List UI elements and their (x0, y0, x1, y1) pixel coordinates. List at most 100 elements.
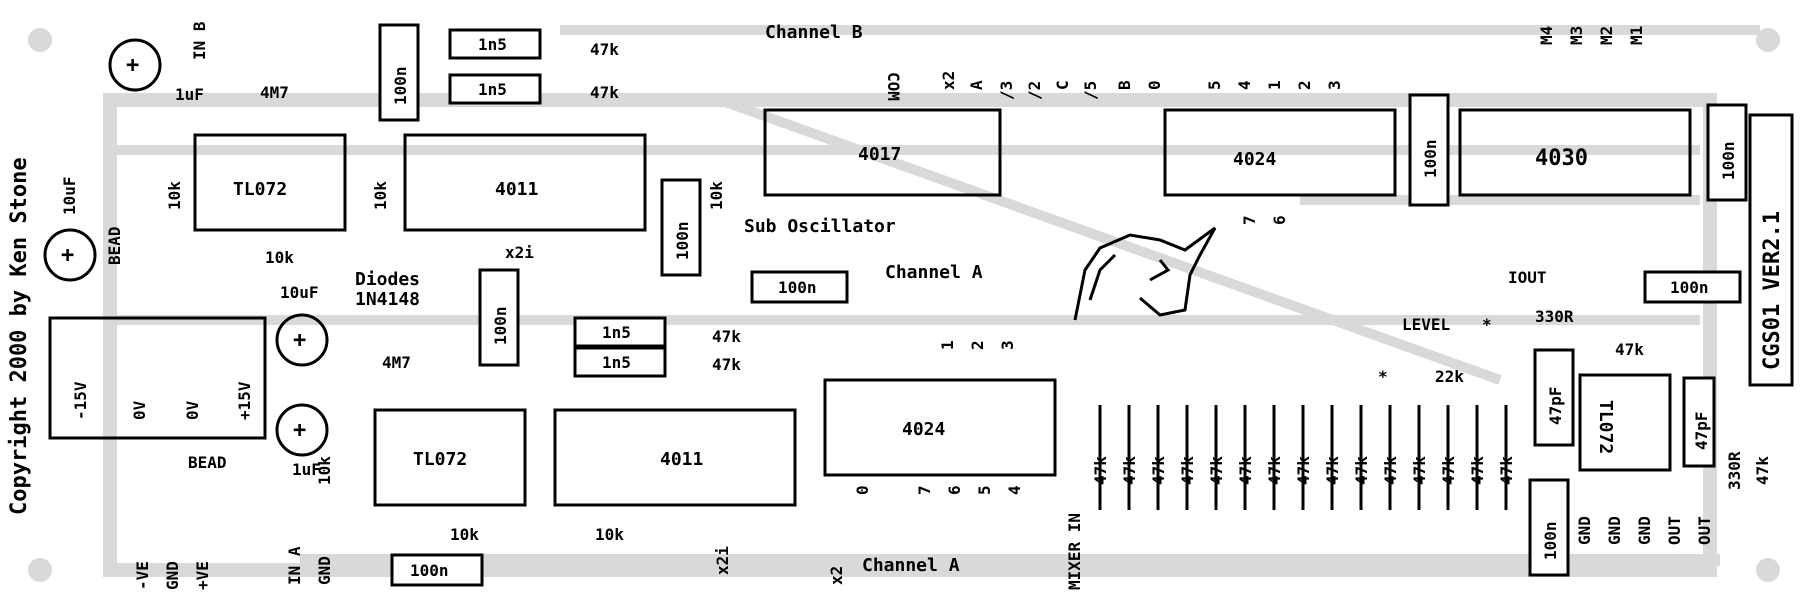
mixer-resistor-label: 47k (1497, 456, 1516, 485)
chan-a-number-label: 2 (968, 340, 987, 350)
bead-2: BEAD (188, 453, 227, 472)
cap-1n5-1: 1n5 (478, 35, 507, 54)
mixer-resistor-label: 47k (1120, 456, 1139, 485)
mounting-holes (28, 28, 1780, 582)
ic-tl072-top: TL072 (233, 179, 287, 200)
diodes-part: 1N4148 (355, 289, 420, 310)
ic-tl072-bottom: TL072 (413, 449, 467, 470)
mixer-in-label: MIXER IN (1065, 513, 1084, 590)
bottom-number-label: 7 (915, 485, 934, 495)
iout-label: IOUT (1508, 268, 1547, 287)
cap-100n-2: 100n (673, 221, 692, 260)
x2i-label: x2i (505, 243, 534, 262)
boxed-capacitors (378, 23, 1748, 587)
power-m15v: -15V (71, 381, 90, 420)
cap-100n-5: 100n (1719, 141, 1738, 180)
star-label: * (1378, 367, 1388, 386)
res-10k-3: 10k (595, 525, 624, 544)
res-47k-4: 47k (712, 355, 741, 374)
mixer-resistor-label: 47k (1410, 456, 1429, 485)
power-p15v: +15V (235, 381, 254, 420)
mode-label: M2 (1597, 26, 1616, 45)
div3-label: /3 (997, 81, 1016, 100)
cap-100n-4: 100n (1421, 139, 1440, 178)
cap-100n-6: 100n (1541, 521, 1560, 560)
power-0v-2: 0V (183, 400, 202, 420)
level-label: LEVEL (1402, 315, 1450, 334)
ic-tl072-right: TL072 (1595, 400, 1616, 454)
out-1: OUT (1665, 516, 1684, 545)
res-10k-1: 10k (265, 248, 294, 267)
top-number-label: 0 (1145, 80, 1164, 90)
plus-ve-label: +VE (193, 561, 212, 590)
plus-icon: + (126, 53, 139, 78)
res-330r-1: 330R (1535, 307, 1574, 326)
cap-100n-9: 100n (410, 561, 449, 580)
cap-1uf-2: 1uF (292, 460, 321, 479)
diodes-title: Diodes (355, 269, 420, 290)
c-label: C (1053, 80, 1072, 90)
res-47k-3: 47k (712, 327, 741, 346)
one-n-five-caps (448, 28, 667, 378)
res-47k-6: 47k (1753, 456, 1772, 485)
channel-a-bottom-label: Channel A (862, 555, 960, 576)
plus-icon: + (293, 328, 306, 353)
in-b-label: IN B (190, 21, 209, 60)
minus-ve-label: -VE (133, 561, 152, 590)
res-10k-5: 10k (371, 181, 390, 210)
plus-icon: + (293, 418, 306, 443)
res-330r-2: 330R (1725, 451, 1744, 490)
res-47k-1: 47k (590, 40, 619, 59)
gnd-label: GND (163, 561, 182, 590)
electrolytic-caps (43, 38, 329, 457)
top-number-label: 2 (1295, 80, 1314, 90)
cap-100n-3: 100n (491, 306, 510, 345)
b-label: B (1115, 80, 1134, 90)
res-22k: 22k (1435, 367, 1464, 386)
gnd-out-2: GND (1605, 516, 1624, 545)
title-box (1748, 113, 1794, 387)
cap-1n5-3: 1n5 (602, 323, 631, 342)
mixer-resistor-label: 47k (1265, 456, 1284, 485)
mixer-resistor-label: 47k (1236, 456, 1255, 485)
mixer-resistor-label: 47k (1091, 456, 1110, 485)
power-connector (48, 316, 267, 440)
unicorn-logo (1073, 226, 1217, 321)
res-47k-5: 47k (1615, 340, 1644, 359)
x2-top-label: x2 (939, 71, 958, 90)
mixer-resistor-label: 47k (1178, 456, 1197, 485)
power-0v-1: 0V (130, 400, 149, 420)
x2i-label-2: x2i (713, 546, 732, 575)
mixer-resistor-label: 47k (1149, 456, 1168, 485)
mode-label: M1 (1627, 26, 1646, 45)
res-10k-6: 10k (707, 181, 726, 210)
cap-1n5-4: 1n5 (602, 353, 631, 372)
mode-label: M4 (1537, 26, 1556, 45)
channel-b-label: Channel B (765, 22, 863, 43)
mixer-resistor-label: 47k (1439, 456, 1458, 485)
res-10k-2: 10k (450, 525, 479, 544)
com-label: COM (884, 72, 903, 101)
sub-oscillator-label: Sub Oscillator (744, 216, 896, 237)
cap-100n-8: 100n (1670, 278, 1709, 297)
x2-label: x2 (827, 566, 846, 585)
copyright-text: Copyright 2000 by Ken Stone (7, 157, 32, 515)
bottom-number-label: 6 (945, 485, 964, 495)
top-number-label: 1 (1265, 80, 1284, 90)
plus-icon: + (61, 243, 74, 268)
star-label: * (1482, 315, 1492, 334)
out-2: OUT (1695, 516, 1714, 545)
bottom-number-label: 0 (853, 485, 872, 495)
mixer-resistor-label: 47k (1323, 456, 1342, 485)
cap-47pf-2: 47pF (1692, 411, 1711, 450)
gnd-label: GND (315, 556, 334, 585)
res-4m7-2: 4M7 (382, 353, 411, 372)
mixer-resistor-label: 47k (1294, 456, 1313, 485)
top-number-label: 4 (1235, 80, 1254, 90)
cap-10uf-2: 10uF (280, 283, 319, 302)
cap-1n5-2: 1n5 (478, 80, 507, 99)
